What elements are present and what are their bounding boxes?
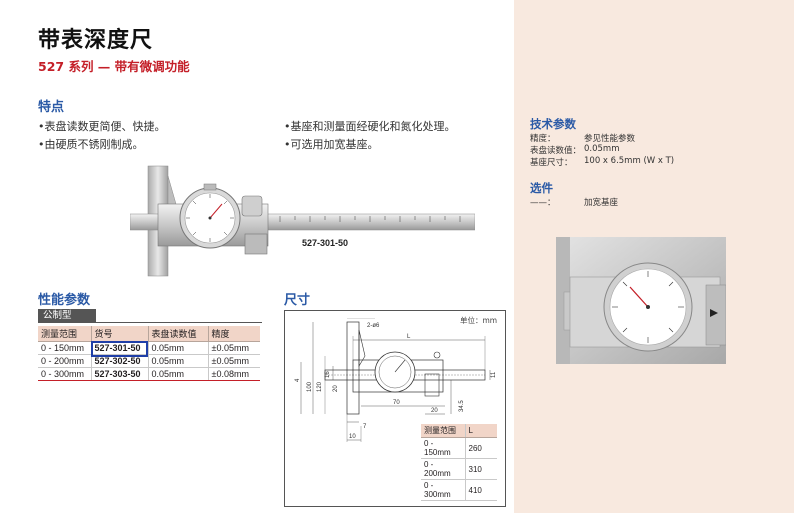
table-row: 0 - 150mm 260 [421,437,497,459]
range-cell: 0 - 200mm [38,354,92,368]
series-subtitle: 527 系列 — 带有微调功能 [38,59,190,74]
dim-label-16: 16 [325,371,331,378]
range-cell: 0 - 150mm [421,437,466,459]
option-value: 加宽基座 [584,198,619,208]
feature-item: •可选用加宽基座。 [284,138,379,151]
table-row: 0 - 300mm 410 [421,479,497,501]
dim-label-L: L [407,334,411,340]
column-header: 货号 [91,326,149,342]
column-header: 测量范围 [421,424,466,438]
table-header-row: 测量范围 货号 表盘读数值 精度 [38,326,260,342]
column-header: 表盘读数值 [148,326,209,342]
range-cell: 0 - 300mm [421,479,466,501]
table-row: 0 - 300mm 527-303-50 0.05mm ±0.08mm [38,367,260,381]
page-title: 带表深度尺 [38,28,154,53]
length-cell: 410 [465,479,497,501]
resolution-cell: 0.05mm [148,367,209,381]
column-header: L [465,424,497,438]
dim-label-34-5: 34.5 [459,400,465,412]
table-row: 0 - 200mm 310 [421,458,497,480]
features-heading: 特点 [38,100,65,115]
resolution-cell: 0.05mm [148,341,209,355]
dimension-drawing: 2-ø6 L 4 16 100 120 20 70 20 34.5 11 7 1… [295,318,497,442]
length-cell: 310 [465,458,497,480]
spec-value: 100 x 6.5mm (W x T) [584,156,675,166]
dim-label-100: 100 [307,381,313,392]
accuracy-cell: ±0.05mm [208,354,260,368]
spec-label: 精度： [530,134,556,144]
spec-value: 参见性能参数 [584,134,636,144]
dim-label-11: 11 [491,371,497,378]
dim-label-7: 7 [363,424,367,430]
performance-heading: 性能参数 [38,293,91,308]
table-row: 0 - 200mm 527-302-50 0.05mm ±0.05mm [38,354,260,368]
part-number-cell: 527-303-50 [91,367,149,381]
option-label: ——： [530,198,556,208]
feature-item: •由硬质不锈刚制成。 [38,138,144,151]
dim-label-120: 120 [317,381,323,392]
table-row: 0 - 150mm 527-301-50 0.05mm ±0.05mm [38,341,260,355]
tab-divider [96,322,262,323]
table-header-row: 测量范围 L [421,424,497,438]
accuracy-cell: ±0.08mm [208,367,260,381]
dim-label-70: 70 [393,400,400,406]
depth-gauge-photo [130,165,475,277]
spec-label: 表盘读数值： [530,146,582,156]
tech-specs-heading: 技术参数 [530,117,576,131]
range-cell: 0 - 200mm [421,458,466,480]
options-heading: 选件 [530,181,553,195]
highlight-box [91,341,148,357]
feature-item: •基座和测量面经硬化和氮化处理。 [284,120,456,133]
range-length-table: 测量范围 L 0 - 150mm 260 0 - 200mm 310 0 - 3… [421,424,497,501]
spec-label: 基座尺寸： [530,158,573,168]
product-model-label: 527-301-50 [302,238,349,248]
metric-type-tab: 公制型 [38,309,96,323]
dim-label-20b: 20 [431,408,438,414]
dim-label-dia: 2-ø6 [367,323,380,329]
unit-label: 单位：mm [460,316,498,325]
accuracy-cell: ±0.05mm [208,341,260,355]
dim-label-4: 4 [295,378,301,382]
range-cell: 0 - 150mm [38,341,92,355]
spec-value: 0.05mm [584,144,620,154]
performance-table: 测量范围 货号 表盘读数值 精度 0 - 150mm 527-301-50 0.… [38,326,260,381]
dial-closeup-photo [556,237,726,364]
part-number-cell: 527-302-50 [91,354,149,368]
feature-item: •表盘读数更简便、快捷。 [38,120,166,133]
column-header: 测量范围 [38,326,92,342]
range-cell: 0 - 300mm [38,367,92,381]
dimensions-heading: 尺寸 [284,293,311,308]
column-header: 精度 [208,326,260,342]
resolution-cell: 0.05mm [148,354,209,368]
dim-label-20: 20 [333,385,339,392]
length-cell: 260 [465,437,497,459]
dim-label-10: 10 [349,434,356,440]
